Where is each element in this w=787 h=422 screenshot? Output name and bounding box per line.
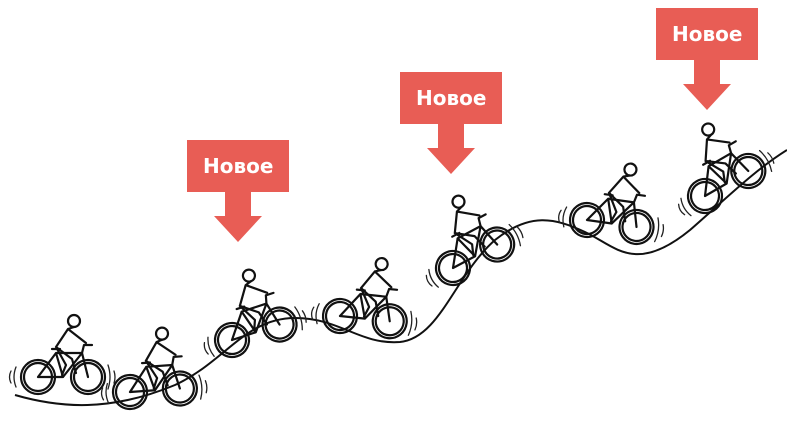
new-flag-3: Новое: [656, 8, 758, 110]
new-flag-label: Новое: [187, 140, 289, 192]
arrow-down-icon: [683, 84, 731, 110]
arrow-stem: [225, 192, 251, 216]
cyclist-3: [186, 257, 311, 365]
new-flag-label: Новое: [656, 8, 758, 60]
arrow-down-icon: [214, 216, 262, 242]
new-flag-label: Новое: [400, 72, 502, 124]
cyclist-4: [310, 251, 423, 341]
cyclist-5: [399, 177, 529, 296]
cyclist-1: [10, 315, 116, 394]
arrow-stem: [694, 60, 720, 84]
cyclist-2: [97, 325, 208, 411]
cyclist-6: [556, 155, 671, 248]
new-flag-1: Новое: [187, 140, 289, 242]
new-flag-2: Новое: [400, 72, 502, 174]
cyclist-7: [649, 104, 780, 225]
arrow-stem: [438, 124, 464, 148]
arrow-down-icon: [427, 148, 475, 174]
hill-curve: [15, 150, 787, 405]
